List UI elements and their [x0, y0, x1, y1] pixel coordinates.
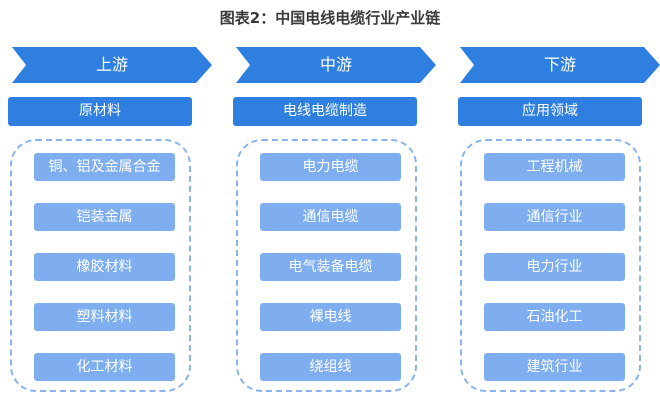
list-item: 化工材料 [34, 353, 175, 381]
list-item: 工程机械 [484, 153, 625, 181]
list-item: 石油化工 [484, 303, 625, 331]
list-item: 铜、铝及金属合金 [34, 153, 175, 181]
stage-arrow-upstream: 上游 [12, 47, 212, 83]
list-item: 通信行业 [484, 203, 625, 231]
list-item: 通信电缆 [260, 203, 401, 231]
list-item: 橡胶材料 [34, 253, 175, 281]
items-group: 铜、铝及金属合金 铠装金属 橡胶材料 塑料材料 化工材料 [10, 139, 191, 392]
list-item: 电力行业 [484, 253, 625, 281]
items-group: 工程机械 通信行业 电力行业 石油化工 建筑行业 [460, 139, 641, 392]
chevron-arrow-icon [236, 47, 436, 83]
list-item: 电力电缆 [260, 153, 401, 181]
list-item: 铠装金属 [34, 203, 175, 231]
list-item: 绕组线 [260, 353, 401, 381]
stage-label: 中游 [319, 55, 352, 74]
chevron-arrow-icon [460, 47, 660, 83]
list-item: 建筑行业 [484, 353, 625, 381]
category-box: 应用领域 [458, 97, 642, 126]
stage-label: 下游 [543, 55, 576, 74]
stage-arrow-midstream: 中游 [236, 47, 436, 83]
stage-arrow-downstream: 下游 [460, 47, 660, 83]
items-group: 电力电缆 通信电缆 电气装备电缆 裸电线 绕组线 [236, 139, 417, 392]
list-item: 电气装备电缆 [260, 253, 401, 281]
stage-label: 上游 [95, 55, 128, 74]
category-box: 原材料 [8, 97, 192, 126]
list-item: 塑料材料 [34, 303, 175, 331]
chevron-arrow-icon [12, 47, 212, 83]
list-item: 裸电线 [260, 303, 401, 331]
chart-title: 图表2：中国电线电缆行业产业链 [219, 9, 441, 27]
category-box: 电线电缆制造 [233, 97, 417, 126]
